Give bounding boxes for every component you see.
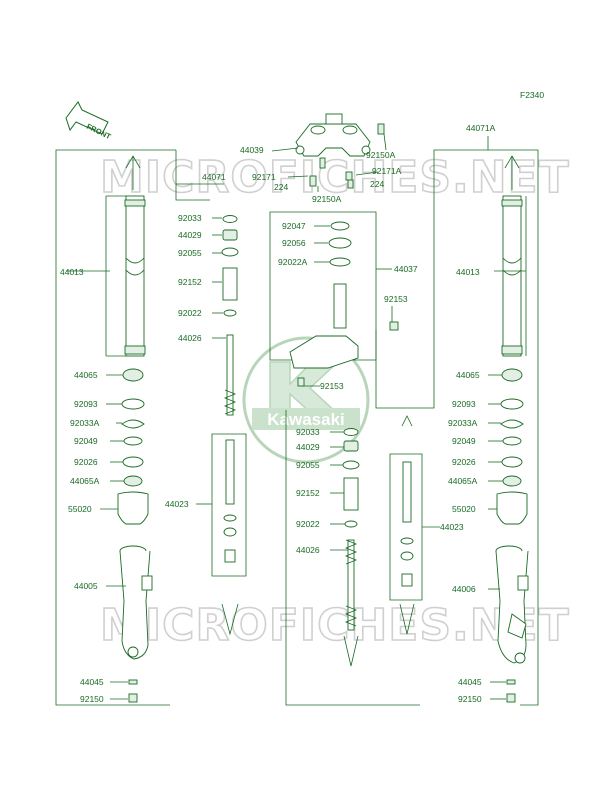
label-92026-left: 92026 xyxy=(74,457,98,467)
label-44039: 44039 xyxy=(240,145,264,155)
label-44065A-right: 44065A xyxy=(448,476,478,486)
label-92150A-upper: 92150A xyxy=(366,150,396,160)
watermark-top: MICROFICHES.NET xyxy=(100,152,570,203)
top-bolts xyxy=(309,123,385,189)
label-92150-left: 92150 xyxy=(80,694,104,704)
left-bottom-bolt xyxy=(128,679,138,703)
label-44013-left: 44013 xyxy=(60,267,84,277)
label-92153-lower: 92153 xyxy=(320,381,344,391)
label-92026-right: 92026 xyxy=(452,457,476,467)
label-92022-left: 92022 xyxy=(178,308,202,318)
label-224-left: 224 xyxy=(274,182,288,192)
label-92171A: 92171A xyxy=(372,166,402,176)
label-44071: 44071 xyxy=(202,172,226,182)
right-inner-tube xyxy=(501,195,523,357)
label-44045-left: 44045 xyxy=(80,677,104,687)
label-44023-center: 44023 xyxy=(440,522,464,532)
label-44065-right: 44065 xyxy=(456,370,480,380)
label-92022-center: 92022 xyxy=(296,519,320,529)
steering-stem xyxy=(289,221,399,387)
front-arrow-icon: FRONT xyxy=(65,101,113,141)
label-92049-left: 92049 xyxy=(74,436,98,446)
label-44029-left: 44029 xyxy=(178,230,202,240)
label-92049-right: 92049 xyxy=(452,436,476,446)
left-inner-tube xyxy=(124,195,146,357)
label-44071A: 44071A xyxy=(466,123,496,133)
label-44045-right: 44045 xyxy=(458,677,482,687)
right-bottom-bolt xyxy=(506,679,516,703)
label-44006: 44006 xyxy=(452,584,476,594)
label-55020-left: 55020 xyxy=(68,504,92,514)
label-92055-left: 92055 xyxy=(178,248,202,258)
label-92150-right: 92150 xyxy=(458,694,482,704)
label-92033A-left: 92033A xyxy=(70,418,100,428)
label-92047: 92047 xyxy=(282,221,306,231)
right-seal-stack xyxy=(496,368,528,525)
label-44026-left: 44026 xyxy=(178,333,202,343)
left-seal-stack xyxy=(117,368,149,525)
right-damper-parts xyxy=(342,415,415,667)
label-44065A-left: 44065A xyxy=(70,476,100,486)
left-damper-parts xyxy=(221,215,239,636)
label-44037: 44037 xyxy=(394,264,418,274)
label-92171: 92171 xyxy=(252,172,276,182)
upper-triple-clamp xyxy=(295,113,371,157)
label-92093-right: 92093 xyxy=(452,399,476,409)
label-44065-left: 44065 xyxy=(74,370,98,380)
label-92033A-right: 92033A xyxy=(448,418,478,428)
right-outer-tube xyxy=(495,545,529,664)
watermark-bottom: MICROFICHES.NET xyxy=(100,600,570,651)
label-224-right: 224 xyxy=(370,179,384,189)
figure-code: F2340 xyxy=(520,90,544,100)
label-92153-upper: 92153 xyxy=(384,294,408,304)
label-92056: 92056 xyxy=(282,238,306,248)
logo-text: Kawasaki xyxy=(267,410,345,429)
kawasaki-logo: Kawasaki xyxy=(242,336,370,464)
label-44013-right: 44013 xyxy=(456,267,480,277)
label-92093-left: 92093 xyxy=(74,399,98,409)
label-55020-right: 55020 xyxy=(452,504,476,514)
label-92033-left: 92033 xyxy=(178,213,202,223)
label-92150A-lower: 92150A xyxy=(312,194,342,204)
label-92152-left: 92152 xyxy=(178,277,202,287)
label-44005: 44005 xyxy=(74,581,98,591)
label-92055-center: 92055 xyxy=(296,460,320,470)
label-44026-center: 44026 xyxy=(296,545,320,555)
label-92152-center: 92152 xyxy=(296,488,320,498)
label-44023-left: 44023 xyxy=(165,499,189,509)
label-44029-center: 44029 xyxy=(296,442,320,452)
left-outer-tube xyxy=(119,545,153,660)
label-92033-center: 92033 xyxy=(296,427,320,437)
label-92022A: 92022A xyxy=(278,257,308,267)
